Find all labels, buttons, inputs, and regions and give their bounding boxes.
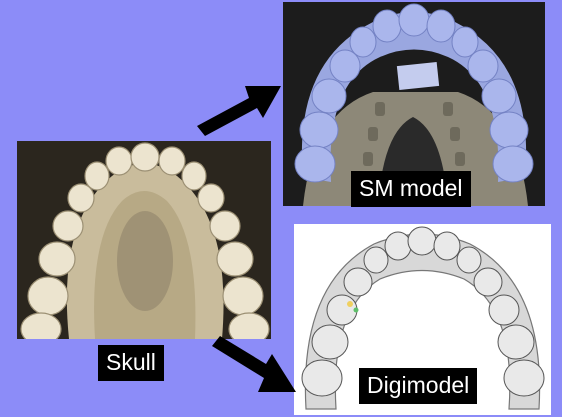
skull-photo [17,141,271,339]
skull-label: Skull [98,345,164,381]
arrow-to-sm-model [197,86,281,136]
sm-model-label: SM model [351,171,471,207]
arrow-to-digimodel [212,336,296,392]
digimodel-label: Digimodel [359,368,478,404]
